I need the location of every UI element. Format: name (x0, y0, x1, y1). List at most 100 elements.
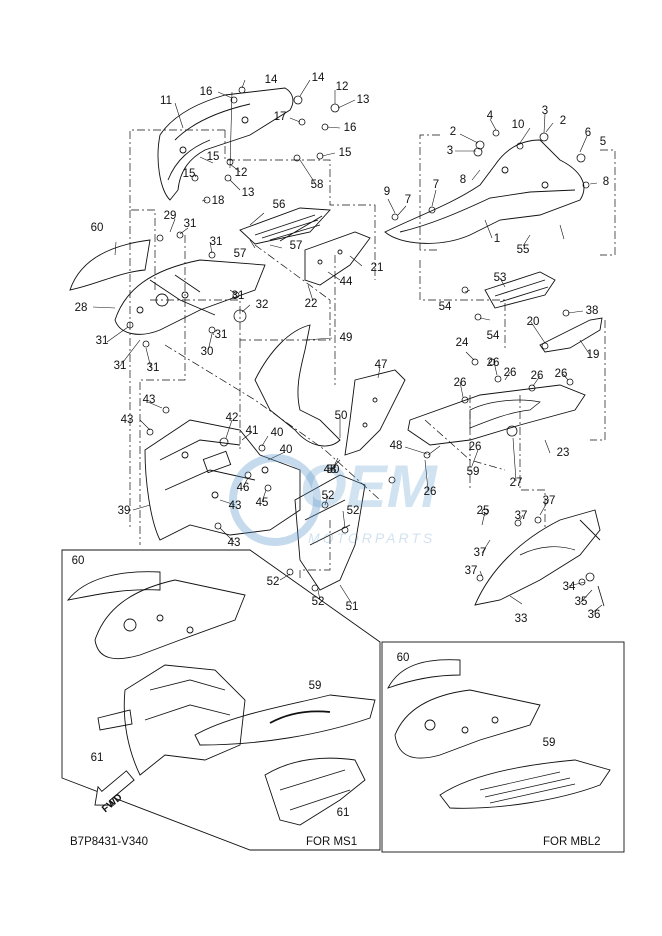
part-33-under-cowl (474, 509, 601, 606)
part-callout-c31g: 31 (146, 362, 160, 374)
part-callout-c24: 24 (455, 337, 469, 349)
part-callout-c43d: 43 (227, 537, 241, 549)
part-callout-c34: 34 (562, 581, 576, 593)
part-callout-c40b: 40 (279, 444, 293, 456)
part-callout-c47: 47 (374, 359, 388, 371)
part-callout-c54b: 54 (486, 330, 500, 342)
part-callout-c30: 30 (200, 346, 214, 358)
part-callout-c31f: 31 (113, 360, 127, 372)
part-callout-c51: 51 (345, 601, 359, 613)
part-23-lower-cowl (407, 384, 586, 446)
part-callout-c3b: 3 (541, 105, 549, 117)
part-callout-c61a: 61 (90, 752, 104, 764)
part-callout-c5: 5 (599, 136, 607, 148)
part-callout-c38: 38 (585, 305, 599, 317)
part-callout-c13a: 13 (356, 94, 370, 106)
part-60-decal (69, 239, 151, 291)
diagram-id: B7P8431-V340 (70, 836, 149, 848)
part-callout-c59a: 59 (466, 466, 480, 478)
part-callout-c37d: 37 (464, 565, 478, 577)
variant-mbl2-label: FOR MBL2 (543, 836, 601, 848)
part-callout-c26e: 26 (453, 377, 467, 389)
part-19-bracket (539, 317, 603, 353)
part-callout-c13b: 13 (241, 187, 255, 199)
part-callout-c37c: 37 (473, 547, 487, 559)
watermark-logo-text: OEM (300, 453, 437, 520)
part-callout-c44: 44 (339, 276, 353, 288)
watermark-logo (229, 454, 321, 546)
part-callout-c17: 17 (273, 111, 287, 123)
part-callout-c41: 41 (245, 425, 259, 437)
inset-mbl2-box (381, 641, 625, 853)
part-callout-c59c: 59 (542, 737, 556, 749)
part-39-lower-cowl (144, 419, 301, 541)
part-callout-c26g: 26 (423, 486, 437, 498)
variant-ms1-label: FOR MS1 (306, 836, 358, 848)
part-callout-c56: 56 (272, 199, 286, 211)
part-callout-c31d: 31 (95, 335, 109, 347)
part-callout-c26c: 26 (530, 370, 544, 382)
assembly-guide-lines (129, 129, 616, 580)
part-callout-c8a: 8 (459, 174, 467, 186)
part-callout-c9: 9 (383, 186, 391, 198)
part-callout-c4: 4 (486, 110, 494, 122)
part-callout-c15a: 15 (206, 151, 220, 163)
part-callout-c48b: 48 (323, 464, 337, 476)
part-callout-c31b: 31 (209, 236, 223, 248)
part-callout-c55: 55 (516, 244, 530, 256)
part-callout-c45: 45 (255, 497, 269, 509)
part-callout-c50a: 50 (334, 410, 348, 422)
part-callout-c59b: 59 (308, 680, 322, 692)
part-callout-c14a: 14 (264, 74, 278, 86)
fwd-arrow-icon (94, 770, 135, 806)
part-callout-c46: 46 (236, 482, 250, 494)
part-21-bracket (304, 231, 371, 286)
part-51-center-cover (294, 474, 366, 591)
part-callout-c26a: 26 (486, 357, 500, 369)
part-callout-c26d: 26 (554, 368, 568, 380)
part-callout-c16a: 16 (199, 86, 213, 98)
part-callout-c35: 35 (574, 596, 588, 608)
part-callout-c48a: 48 (389, 440, 403, 452)
part-callout-c37a: 37 (542, 495, 556, 507)
part-47-inner-cover (344, 369, 406, 456)
part-callout-c21: 21 (370, 262, 384, 274)
part-callout-c2a: 2 (449, 126, 457, 138)
part-callout-c52b: 52 (346, 505, 360, 517)
part-callout-c18: 18 (211, 195, 225, 207)
part-callout-c37b: 37 (514, 510, 528, 522)
part-56-grille (239, 207, 331, 245)
part-callout-c1: 1 (493, 233, 501, 245)
part-callout-c61b: 61 (336, 807, 350, 819)
part-callout-c27: 27 (509, 477, 523, 489)
part-callout-c11: 11 (160, 95, 172, 107)
watermark-subtext: MOTORPARTS (308, 530, 436, 546)
part-callout-c57b: 57 (289, 240, 303, 252)
part-callout-c40a: 40 (270, 427, 284, 439)
part-callout-c60b: 60 (71, 555, 85, 567)
part-callout-c31a: 31 (183, 218, 197, 230)
part-11-side-panel (157, 87, 294, 201)
part-callout-c54a: 54 (438, 301, 452, 313)
part-callout-c14b: 14 (311, 72, 325, 84)
part-28-inner-panel (114, 259, 266, 335)
part-callout-c36: 36 (587, 609, 601, 621)
part-callout-c29: 29 (163, 210, 177, 222)
part-callout-c57a: 57 (233, 248, 247, 260)
part-callout-c23: 23 (556, 447, 570, 459)
part-callout-c25: 25 (476, 505, 490, 517)
part-callout-c50b: 50 (326, 464, 340, 476)
part-callout-c2b: 2 (559, 115, 567, 127)
part-callout-c20: 20 (526, 316, 540, 328)
part-callout-c42: 42 (225, 412, 239, 424)
fasteners (126, 86, 605, 607)
part-callout-c43b: 43 (120, 414, 134, 426)
part-49-inner-cover (254, 324, 341, 447)
part-callout-c12a: 12 (335, 81, 349, 93)
part-callout-c28: 28 (74, 302, 88, 314)
part-callout-c52d: 52 (311, 596, 325, 608)
part-callout-c7b: 7 (432, 179, 440, 191)
part-53-small-grille (484, 271, 556, 309)
part-callout-c39: 39 (117, 505, 131, 517)
